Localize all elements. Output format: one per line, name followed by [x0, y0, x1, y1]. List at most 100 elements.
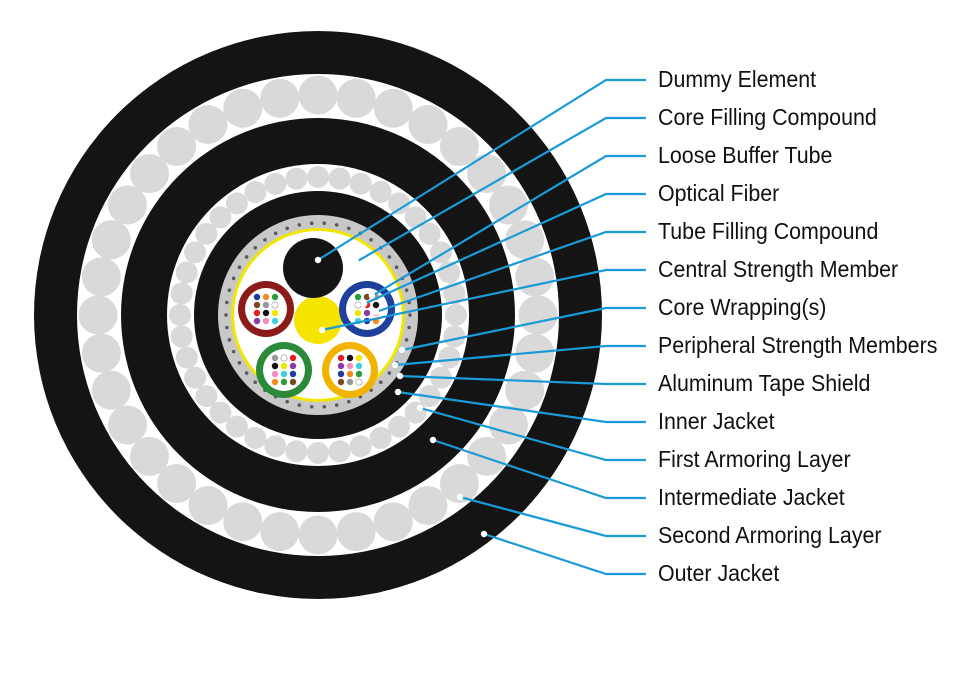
strength-member-dot	[273, 231, 278, 236]
armor-wire	[170, 325, 193, 348]
optical-fiber	[363, 293, 371, 301]
optical-fiber	[280, 378, 288, 386]
optical-fiber	[253, 301, 261, 309]
strength-member-dot	[404, 338, 409, 342]
armor-wire	[336, 78, 376, 118]
armor-wire	[298, 75, 338, 115]
optical-fiber	[346, 370, 354, 378]
optical-fiber	[271, 301, 279, 309]
armor-wire	[169, 304, 191, 326]
armor-wire	[505, 220, 545, 260]
armor-wire	[467, 154, 507, 194]
armor-wire	[489, 185, 529, 225]
strength-member-dot	[322, 404, 327, 409]
strength-member-dot	[227, 338, 232, 342]
leader-line	[394, 344, 646, 367]
label-inner-jacket: Inner Jacket	[658, 408, 775, 434]
armor-wire	[489, 405, 529, 445]
leader-line	[397, 390, 646, 424]
strength-member-dot	[263, 238, 267, 242]
strength-member-dot	[322, 221, 327, 226]
leader-line	[355, 116, 646, 263]
armor-wire	[81, 333, 121, 373]
armor-wire	[369, 181, 392, 204]
strength-member-dot	[237, 361, 242, 365]
label-aluminum-tape-shield: Aluminum Tape Shield	[658, 370, 871, 396]
strength-member-dot	[387, 371, 392, 375]
armor-wire	[388, 415, 411, 438]
armor-wire	[170, 282, 193, 305]
armor-wire	[195, 222, 218, 245]
loose-buffer-tube	[322, 342, 378, 398]
optical-fiber	[289, 378, 297, 386]
armor-wire	[209, 206, 232, 229]
strength-member-dot	[253, 380, 258, 385]
label-outer-jacket: Outer Jacket	[658, 560, 780, 586]
armor-wire	[467, 436, 507, 476]
armor-wire	[298, 515, 338, 555]
loose-buffer-tube	[238, 281, 294, 337]
leader-dot	[352, 258, 360, 266]
strength-member-dot	[253, 245, 258, 250]
strength-member-dot	[378, 380, 383, 385]
leader-dot	[372, 308, 380, 316]
optical-fiber	[262, 293, 270, 301]
strength-member-dot	[244, 371, 249, 375]
dummy-element	[283, 238, 343, 298]
optical-fiber	[280, 354, 288, 362]
strength-member-dot	[334, 403, 339, 407]
optical-fiber	[262, 301, 270, 309]
label-second-armoring-layer: Second Armoring Layer	[658, 522, 882, 548]
leader-line	[371, 154, 646, 297]
optical-fiber	[337, 354, 345, 362]
armor-wire	[244, 426, 267, 449]
armor-wire	[157, 464, 197, 504]
armor-wire	[195, 385, 218, 408]
leader-dot	[396, 372, 404, 380]
armor-wire	[505, 370, 545, 410]
optical-fiber	[372, 301, 380, 309]
armor-wire	[349, 172, 372, 195]
strength-member-dot	[231, 349, 236, 354]
leader-line	[483, 532, 646, 576]
leader-dot	[318, 326, 326, 334]
leader-line	[321, 268, 646, 332]
leader-dot	[429, 436, 437, 444]
optical-fiber	[280, 370, 288, 378]
armor-wire	[264, 172, 287, 195]
optical-fiber	[289, 362, 297, 370]
armor-wire	[404, 206, 427, 229]
optical-fiber	[253, 293, 261, 301]
optical-fiber	[262, 309, 270, 317]
strength-member-dot	[244, 255, 249, 259]
leader-dot	[360, 300, 368, 308]
leader-line	[432, 438, 646, 500]
strength-member-dot	[347, 226, 351, 231]
optical-fiber	[363, 309, 371, 317]
armor-wire	[439, 126, 479, 166]
strength-member-dot	[347, 399, 351, 404]
label-loose-buffer-tube: Loose Buffer Tube	[658, 142, 833, 168]
leader-line	[401, 306, 646, 352]
optical-fiber	[346, 362, 354, 370]
armor-wire	[443, 282, 466, 305]
armor-wire	[307, 442, 329, 464]
armor-wire	[225, 415, 248, 438]
armor-wire	[184, 241, 207, 264]
strength-member-dot	[297, 403, 302, 407]
strength-member-dot	[231, 276, 236, 281]
optical-fiber	[271, 354, 279, 362]
optical-fiber	[253, 317, 261, 325]
armor-wire	[515, 257, 555, 297]
optical-fiber	[354, 309, 362, 317]
armor-wire	[157, 126, 197, 166]
optical-fiber	[337, 362, 345, 370]
strength-member-dot	[285, 226, 289, 231]
optical-fiber	[346, 378, 354, 386]
optical-fiber	[355, 378, 363, 386]
strength-member-dot	[309, 404, 314, 409]
strength-member-dot	[225, 300, 229, 305]
leader-line	[363, 192, 646, 306]
label-core-filling-compound: Core Filling Compound	[658, 104, 877, 130]
leader-dot	[398, 346, 406, 354]
